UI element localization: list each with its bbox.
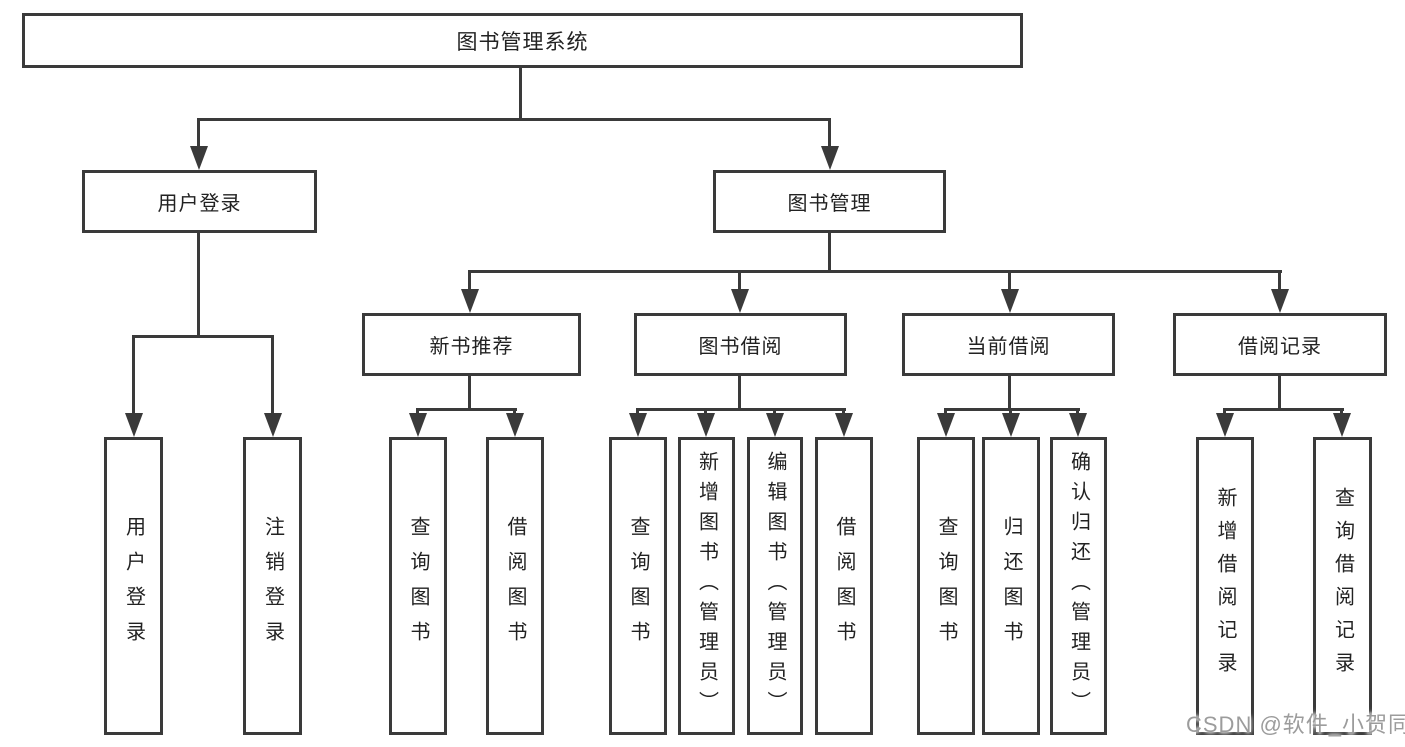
arrow-to-leaf-logout [263, 335, 282, 437]
arrow-to-book-borrowing [730, 270, 749, 313]
node-user-login: 用户登录 [82, 170, 317, 233]
connector-mgmt-stub [828, 233, 831, 270]
arrow-to-query-borrow-record [1332, 408, 1351, 437]
leaf-add-borrow-record: 新增借阅记录 [1196, 437, 1254, 735]
connector-new-stub [468, 376, 471, 408]
leaf-query-borrow-record: 查询借阅记录 [1313, 437, 1372, 735]
arrow-to-leaf-user-login [124, 335, 143, 437]
node-new-book-recommend: 新书推荐 [362, 313, 581, 376]
connector-root-stub [519, 68, 522, 118]
arrow-to-query-books-borrow [628, 408, 647, 437]
node-current-borrowing: 当前借阅 [902, 313, 1115, 376]
connector-current-stub [1008, 376, 1011, 408]
arrow-to-borrow-books [834, 408, 853, 437]
arrow-to-return-books [1001, 408, 1020, 437]
connector-records-split [1223, 408, 1344, 411]
arrow-to-query-books-current [936, 408, 955, 437]
arrow-to-add-borrow-record [1215, 408, 1234, 437]
node-borrowing-records: 借阅记录 [1173, 313, 1387, 376]
leaf-logout: 注销登录 [243, 437, 302, 735]
csdn-watermark: CSDN @软件_小贺同学 [1186, 712, 1405, 737]
arrow-to-borrowing-records [1270, 270, 1289, 313]
leaf-borrow-books-new: 借阅图书 [486, 437, 544, 735]
connector-user-split [132, 335, 274, 338]
connector-level2-split [199, 118, 831, 121]
leaf-query-books-new: 查询图书 [389, 437, 447, 735]
arrow-to-new-book-recommend [460, 270, 479, 313]
node-book-borrowing: 图书借阅 [634, 313, 847, 376]
arrow-to-add-books-admin [696, 408, 715, 437]
node-book-management: 图书管理 [713, 170, 946, 233]
connector-level3-split [468, 270, 1282, 273]
connector-user-stub [197, 233, 200, 335]
leaf-add-books-admin: 新增图书（管理员） [678, 437, 735, 735]
root-node-library-system: 图书管理系统 [22, 13, 1023, 68]
arrow-to-current-borrowing [1000, 270, 1019, 313]
arrow-to-confirm-return-admin [1068, 408, 1087, 437]
leaf-query-books-borrow: 查询图书 [609, 437, 667, 735]
leaf-query-books-current: 查询图书 [917, 437, 975, 735]
arrow-to-user-login [189, 118, 208, 170]
leaf-borrow-books: 借阅图书 [815, 437, 873, 735]
arrow-to-borrow-books-new [505, 408, 524, 437]
leaf-edit-books-admin: 编辑图书（管理员） [747, 437, 803, 735]
arrow-to-book-management [820, 118, 839, 170]
arrow-to-query-books-new [408, 408, 427, 437]
connector-borrow-split [636, 408, 846, 411]
connector-current-split [944, 408, 1080, 411]
connector-borrow-stub [738, 376, 741, 408]
arrow-to-edit-books-admin [765, 408, 784, 437]
connector-new-split [416, 408, 517, 411]
leaf-confirm-return-admin: 确认归还（管理员） [1050, 437, 1107, 735]
leaf-return-books: 归还图书 [982, 437, 1040, 735]
connector-records-stub [1278, 376, 1281, 408]
leaf-user-login: 用户登录 [104, 437, 163, 735]
